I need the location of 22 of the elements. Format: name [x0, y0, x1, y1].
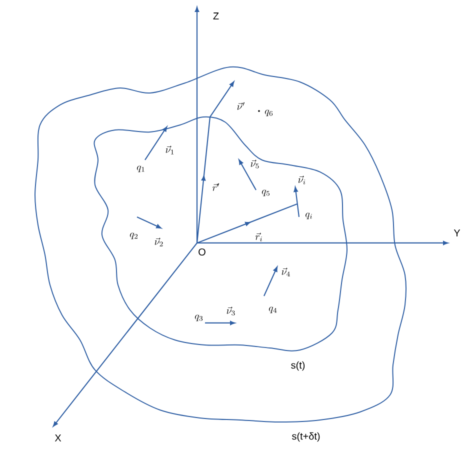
- vector-label: $\vec{\nu}_{i}$: [298, 176, 306, 184]
- particle-label: $q_{5}$: [262, 190, 270, 196]
- vector-label: $\vec{\nu}_{1}$: [166, 146, 174, 154]
- particle-label: $q_{4}$: [268, 306, 277, 314]
- vector-label: $\vec{\nu}'$: [237, 102, 244, 110]
- particle-label: $q_{6}$: [264, 110, 273, 116]
- vector-label: $\vec{\nu}_{2}$: [154, 238, 163, 246]
- particle-label: $q_{i}$: [306, 212, 312, 220]
- axis-label: X: [54, 434, 62, 442]
- vector-label: $\vec{r}_{i}$: [255, 232, 262, 242]
- particle-label: $q_{3}$: [194, 314, 203, 322]
- curve-label: s(t): [291, 361, 305, 371]
- vector-label: $\vec{r}'$: [212, 183, 220, 191]
- vector-label: $\vec{\nu}_{5}$: [250, 160, 259, 168]
- axis-label: Z: [213, 12, 219, 20]
- axis-label: Y: [454, 230, 460, 236]
- curve-label: s(t+δt): [292, 432, 320, 442]
- origin-label: O: [198, 248, 206, 256]
- particle-label: $q_{2}$: [130, 232, 138, 240]
- particle-label: $q_{1}$: [136, 166, 144, 172]
- vector-label: $\vec{\nu}_{3}$: [226, 306, 235, 316]
- vector-label: $\vec{\nu}_{4}$: [282, 268, 290, 276]
